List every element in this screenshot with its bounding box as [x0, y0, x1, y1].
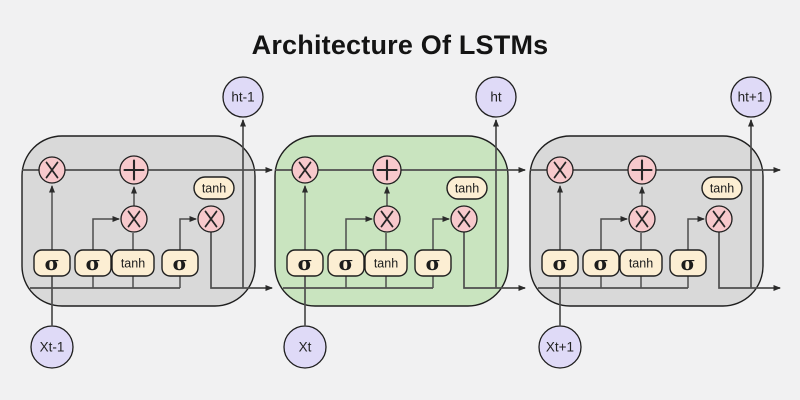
page-title: Architecture Of LSTMs	[252, 30, 549, 60]
hidden-state-label: ht-1	[231, 90, 254, 105]
input-label: Xt	[299, 340, 312, 355]
input-label: Xt-1	[40, 340, 65, 355]
hidden-state-label: ht	[490, 90, 502, 105]
cell-template-instance	[22, 77, 272, 368]
cell-template-instance	[530, 77, 780, 368]
lstm-cell-current: ht Xt	[275, 77, 525, 368]
lstm-cell-previous: ht-1 Xt-1	[22, 77, 272, 368]
lstm-cell-next: ht+1 Xt+1	[530, 77, 780, 368]
input-label: Xt+1	[546, 340, 574, 355]
cell-template-instance	[275, 77, 525, 368]
hidden-state-label: ht+1	[738, 90, 765, 105]
